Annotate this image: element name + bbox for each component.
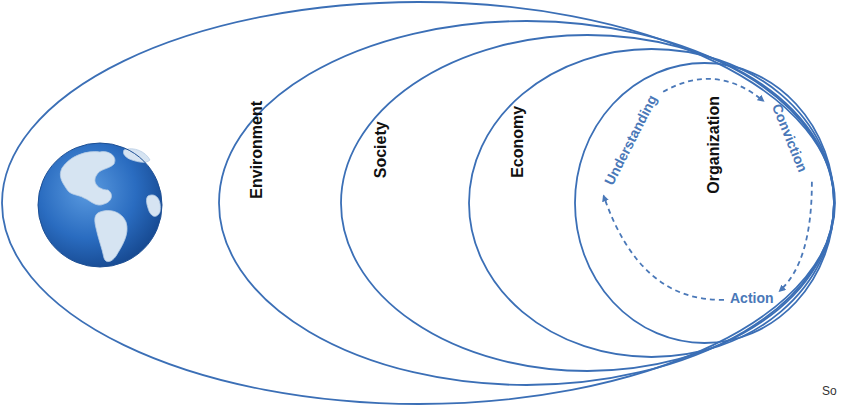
cycle-step: Understanding <box>600 92 661 188</box>
ring-label: Organization <box>705 96 723 194</box>
cycle-step: Conviction <box>768 101 811 175</box>
ring-label: Society <box>371 121 389 178</box>
world-ellipse <box>2 2 835 404</box>
economy-ellipse: Economy Organization Understanding Convicti… <box>468 48 835 358</box>
cycle-arrow <box>780 182 812 291</box>
ellipse-outline <box>218 20 835 386</box>
ring-label: Economy <box>509 106 527 178</box>
ellipse-outline <box>574 62 835 344</box>
globe <box>38 143 162 267</box>
cycle-label: Action <box>730 291 774 306</box>
cycle-arrow <box>604 196 724 300</box>
cycle-step: Action <box>730 289 774 307</box>
source-note: So <box>822 384 837 398</box>
ring-label: Environment <box>248 101 266 199</box>
society-ellipse: Society Economy Organization Understanding C… <box>340 34 835 372</box>
organization-ellipse: Organization Understanding ConvictionActio… <box>574 62 835 344</box>
ellipse-outline <box>340 34 835 372</box>
environment-ellipse: Environment Society Economy Organization Und… <box>218 20 835 386</box>
